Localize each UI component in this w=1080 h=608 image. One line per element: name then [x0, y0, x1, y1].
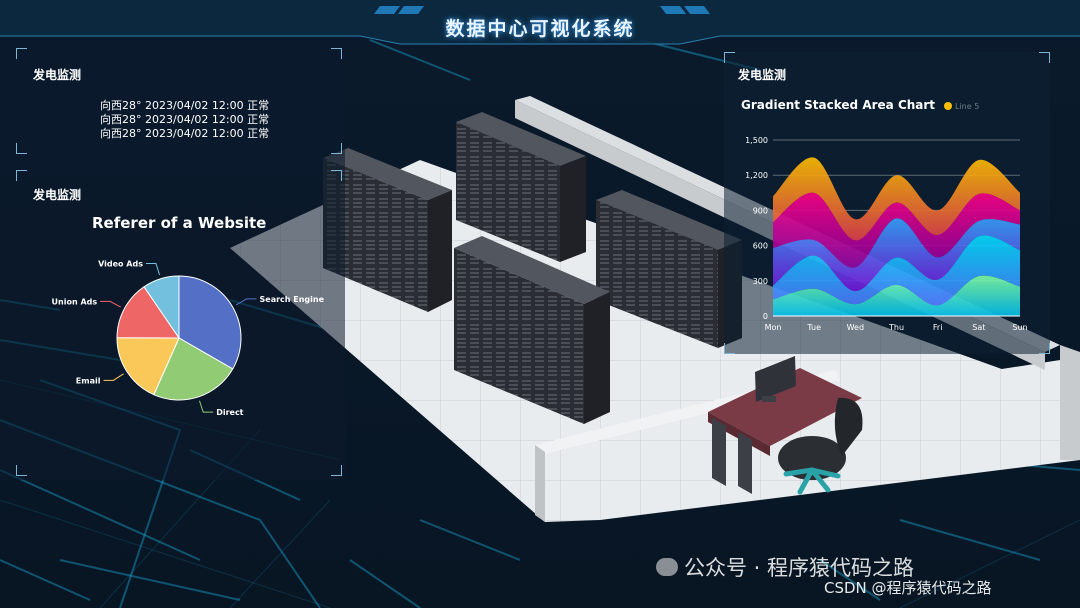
pie-slice-label: Direct	[216, 408, 243, 417]
x-tick-label: Sat	[972, 323, 985, 332]
y-tick-label: 300	[753, 277, 768, 286]
area-panel	[724, 52, 1050, 354]
y-tick-label: 900	[753, 206, 768, 215]
pie-slice[interactable]	[178, 275, 242, 370]
pie-slice[interactable]	[116, 337, 180, 396]
status-panel-title: 发电监测	[33, 68, 82, 82]
status-panel	[16, 48, 342, 154]
pie-slice-label: Union Ads	[52, 297, 98, 306]
area-chart-title: Gradient Stacked Area Chart	[741, 98, 936, 112]
pie-panel	[16, 170, 342, 476]
x-tick-label: Tue	[806, 323, 821, 332]
legend-label[interactable]: Line 5	[955, 102, 979, 111]
area-panel-title: 发电监测	[738, 68, 787, 82]
csdn-watermark: CSDN @程序猿代码之路	[824, 579, 992, 597]
pie-slice-label: Email	[76, 376, 101, 385]
x-tick-label: Sun	[1012, 323, 1027, 332]
pie-panel-title: 发电监测	[33, 188, 82, 202]
x-tick-label: Wed	[847, 323, 864, 332]
legend-marker[interactable]	[944, 102, 952, 110]
area-series-5[interactable]	[773, 157, 1020, 241]
status-line: 向西28° 2023/04/02 12:00 正常	[100, 113, 270, 126]
pie-label-line	[199, 400, 214, 413]
area-series-1[interactable]	[773, 275, 1020, 316]
pie-chart-title: Referer of a Website	[92, 214, 267, 232]
status-line: 向西28° 2023/04/02 12:00 正常	[100, 127, 270, 140]
x-tick-label: Fri	[933, 323, 943, 332]
x-tick-label: Thu	[888, 323, 904, 332]
area-series-3[interactable]	[773, 218, 1020, 292]
y-tick-label: 1,200	[745, 171, 768, 180]
pie-slice[interactable]	[143, 275, 180, 340]
area-series-4[interactable]	[773, 192, 1020, 268]
y-tick-label: 600	[753, 242, 768, 251]
y-tick-label: 1,500	[745, 136, 768, 145]
pie-slice[interactable]	[153, 337, 234, 401]
pie-label-line	[235, 298, 257, 306]
pie-label-line	[145, 262, 161, 276]
wechat-watermark: 公众号 · 程序猿代码之路	[656, 552, 914, 582]
pie-label-line	[100, 300, 121, 308]
pie-label-line	[103, 373, 124, 381]
y-tick-label: 0	[763, 312, 768, 321]
pie-slice[interactable]	[116, 286, 180, 339]
area-series-2[interactable]	[773, 235, 1020, 306]
pie-slice-label: Video Ads	[98, 259, 143, 268]
x-tick-label: Mon	[765, 323, 782, 332]
status-line: 向西28° 2023/04/02 12:00 正常	[100, 99, 270, 112]
pie-slice-label: Search Engine	[260, 295, 325, 304]
page-title: 数据中心可视化系统	[445, 18, 635, 40]
wechat-icon	[656, 558, 678, 576]
